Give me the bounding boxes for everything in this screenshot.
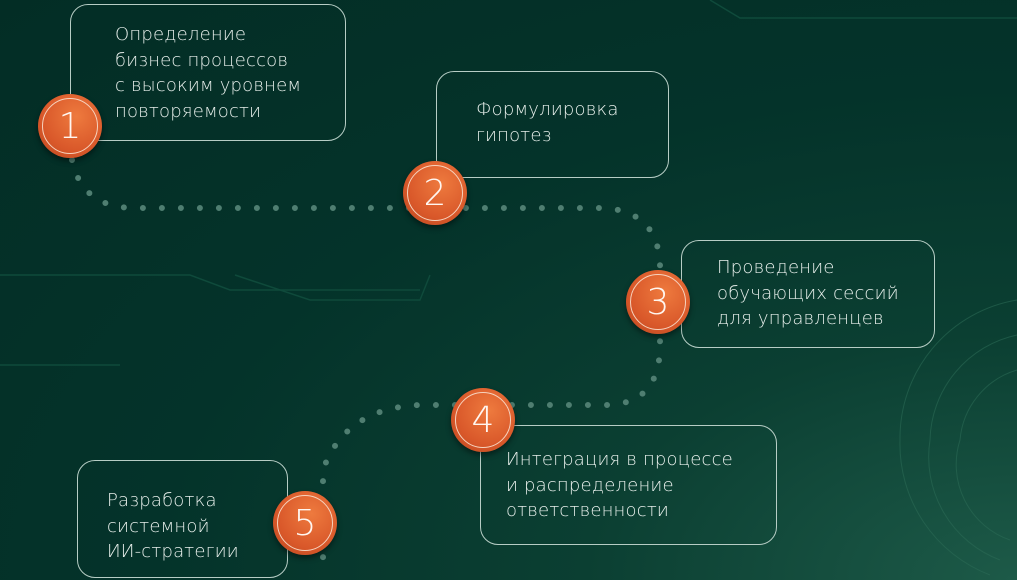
step-1-line: повторяемости [115, 100, 262, 122]
step-1-line: Определение [115, 24, 247, 45]
step-5-line: Разработка [107, 490, 217, 511]
step-4-text: Интеграция в процессе и распределение от… [506, 447, 733, 524]
step-2-text: Формулировка гипотез [476, 97, 619, 148]
step-1-line: с высоким уровнем [115, 75, 302, 96]
step-4-line: и распределение [506, 474, 674, 496]
step-1-card [70, 4, 346, 141]
circuit-lines [0, 0, 1017, 366]
step-3-number-badge: 3 [626, 270, 690, 334]
step-2-number-badge: 2 [403, 161, 467, 225]
step-5-text: Разработка системной ИИ-стратегии [107, 488, 239, 565]
step-4-card [480, 425, 777, 545]
step-4-line: ответственности [506, 500, 669, 521]
step-2-number: 2 [423, 172, 447, 214]
step-5-number: 5 [293, 502, 317, 544]
step-3-number: 3 [646, 281, 670, 323]
step-2-card [436, 71, 669, 178]
concentric-arcs [899, 299, 1017, 576]
step-1-line: бизнес процессов [115, 49, 289, 71]
step-1-number-badge: 1 [38, 94, 102, 158]
step-2-line: Формулировка [476, 99, 619, 120]
step-5-line: ИИ-стратегии [107, 541, 239, 562]
step-4-line: Интеграция в процессе [506, 449, 733, 470]
step-4-number: 4 [471, 399, 495, 441]
step-1-text: Определение бизнес процессов с высоким у… [115, 22, 301, 124]
step-4-number-badge: 4 [451, 388, 515, 452]
step-3-line: обучающих сессий [717, 282, 899, 304]
step-1-number: 1 [58, 105, 82, 147]
step-5-line: системной [107, 515, 210, 537]
step-5-number-badge: 5 [273, 491, 337, 555]
step-2-line: гипотез [476, 124, 552, 146]
step-3-text: Проведение обучающих сессий для управлен… [717, 255, 899, 332]
step-3-line: Проведение [717, 257, 835, 278]
step-3-line: для управленцев [717, 308, 884, 329]
